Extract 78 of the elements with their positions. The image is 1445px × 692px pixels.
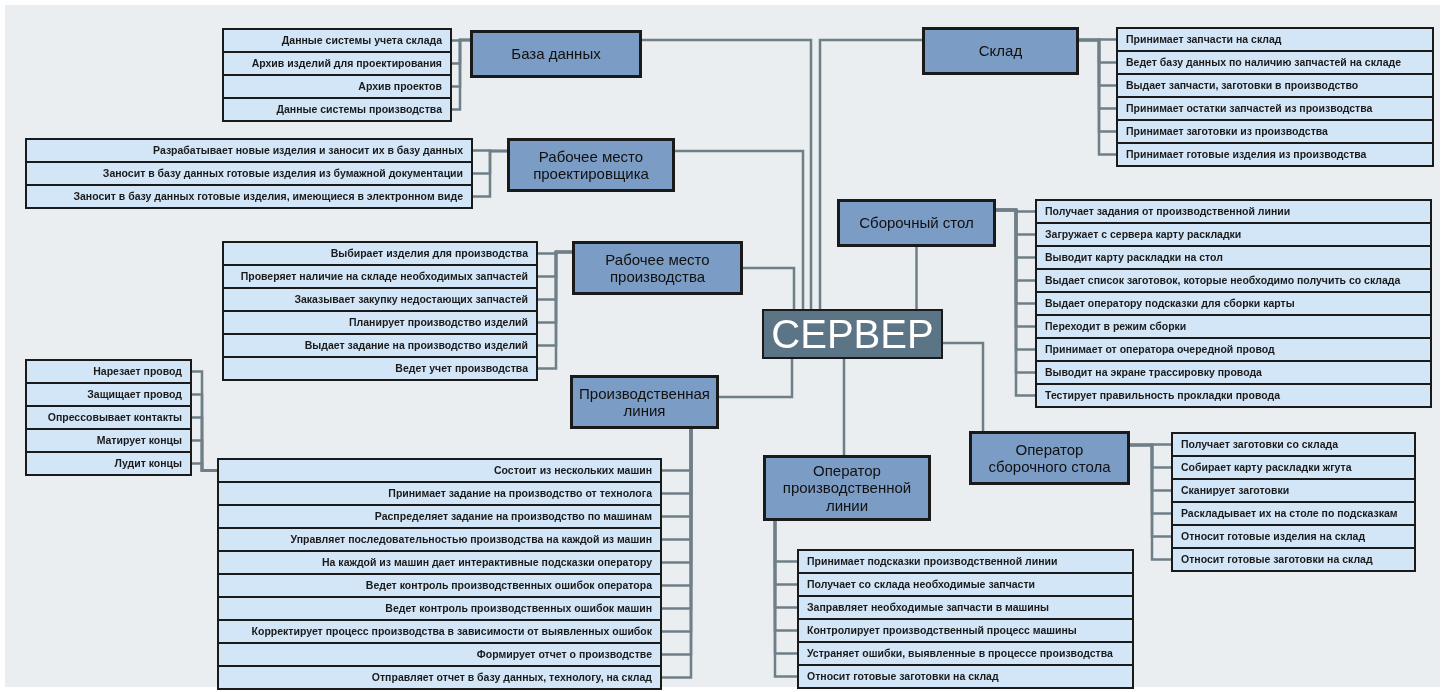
- task-box: Тестирует правильность прокладки провода: [1035, 383, 1432, 408]
- task-box: Выводит карту раскладки на стол: [1035, 245, 1432, 270]
- task-box: Принимает запчасти на склад: [1116, 27, 1434, 52]
- task-box: Принимает от оператора очередной провод: [1035, 337, 1432, 362]
- category-box: Рабочее место производства: [572, 241, 743, 295]
- task-box: Устраняет ошибки, выявленные в процессе производства: [797, 641, 1134, 666]
- task-box: Ведет базу данных по наличию запчастей на складе: [1116, 50, 1434, 75]
- task-box: Получает заготовки со склада: [1171, 432, 1416, 457]
- task-box: Разрабатывает новые изделия и заносит их в базу данных: [25, 138, 473, 163]
- task-box: Принимает готовые изделия из производства: [1116, 142, 1434, 167]
- category-box: Оператор производственной линии: [763, 455, 931, 521]
- task-box: Получает задания от производственной линии: [1035, 199, 1432, 224]
- connector-line: [675, 149, 805, 309]
- task-box: Контролирует производственный процесс машины: [797, 618, 1134, 643]
- task-box: Нарезает провод: [25, 359, 192, 384]
- connector-line: [842, 359, 846, 455]
- server-box: СЕРВЕР: [762, 309, 943, 359]
- task-box: Относит готовые заготовки на склад: [1171, 547, 1416, 572]
- category-box: Сборочный стол: [837, 199, 996, 247]
- task-box: Собирает карту раскладки жгута: [1171, 455, 1416, 480]
- task-box: Матирует концы: [25, 428, 192, 453]
- connector-line: [1079, 38, 1116, 156]
- task-box: Состоит из нескольких машин: [217, 458, 662, 483]
- task-box: Загружает с сервера карту раскладки: [1035, 222, 1432, 247]
- task-box: Проверяет наличие на складе необходимых запчастей: [222, 264, 538, 289]
- task-box: Заказывает закупку недостающих запчастей: [222, 287, 538, 312]
- task-box: Раскладывает их на столе по подсказкам: [1171, 501, 1416, 526]
- task-box: Архив проектов: [222, 74, 452, 99]
- task-box: Принимает задание на производство от технолога: [217, 481, 662, 506]
- task-box: Ведет учет производства: [222, 356, 538, 381]
- task-box: Заносит в базу данных готовые изделия, имеющиеся в электронном виде: [25, 184, 473, 209]
- task-box: Принимает заготовки из производства: [1116, 119, 1434, 144]
- task-box: Выдает запчасти, заготовки в производство: [1116, 73, 1434, 98]
- task-box: Получает со склада необходимые запчасти: [797, 572, 1134, 597]
- task-box: Заносит в базу данных готовые изделия из бумажной документации: [25, 161, 473, 186]
- connector-line: [192, 462, 217, 472]
- task-box: Сканирует заготовки: [1171, 478, 1416, 503]
- connector-line: [818, 38, 922, 309]
- task-box: Принимает подсказки производственной линии: [797, 549, 1134, 574]
- task-box: Данные системы производства: [222, 97, 452, 122]
- connector-line: [473, 149, 507, 198]
- task-box: Управляет последовательностью производства на каждой из машин: [217, 527, 662, 552]
- task-box: Относит готовые изделия на склад: [1171, 524, 1416, 549]
- task-box: Корректирует процесс производства в зависимости от выявленных ошибок: [217, 619, 662, 644]
- connector-line: [642, 38, 813, 309]
- connector-line: [719, 359, 794, 399]
- category-box: Склад: [922, 27, 1079, 75]
- task-box: Выводит на экране трассировку провода: [1035, 360, 1432, 385]
- task-box: Отправляет отчет в базу данных, технологу, на склад: [217, 665, 662, 690]
- category-box: Оператор сборочного стола: [969, 431, 1130, 485]
- connector-line: [743, 266, 796, 309]
- task-box: Относит готовые заготовки на склад: [797, 664, 1134, 689]
- task-box: Планирует производство изделий: [222, 310, 538, 335]
- task-box: Данные системы учета склада: [222, 28, 452, 53]
- connector-line: [1130, 443, 1171, 561]
- task-box: Выбирает изделия для производства: [222, 241, 538, 266]
- connector-line: [915, 247, 918, 309]
- connector-line: [943, 341, 985, 431]
- connector-line: [538, 250, 572, 370]
- category-box: Рабочее место проектировщика: [507, 138, 675, 192]
- task-box: Принимает остатки запчастей из производства: [1116, 96, 1434, 121]
- task-box: Переходит в режим сборки: [1035, 314, 1432, 339]
- task-box: Ведет контроль производственных ошибок оператора: [217, 573, 662, 598]
- task-box: Ведет контроль производственных ошибок машин: [217, 596, 662, 621]
- task-box: Лудит концы: [25, 451, 192, 476]
- task-box: Распределяет задание на производство по машинам: [217, 504, 662, 529]
- task-box: Опрессовывает контакты: [25, 405, 192, 430]
- task-box: Формирует отчет о производстве: [217, 642, 662, 667]
- category-box: База данных: [470, 30, 642, 78]
- task-box: Выдает оператору подсказки для сборки карты: [1035, 291, 1432, 316]
- task-box: Защищает провод: [25, 382, 192, 407]
- task-box: Архив изделий для проектирования: [222, 51, 452, 76]
- task-box: Заправляет необходимые запчасти в машины: [797, 595, 1134, 620]
- task-box: Выдает список заготовок, которые необходимо получить со склада: [1035, 268, 1432, 293]
- connector-line: [452, 38, 470, 111]
- task-box: Выдает задание на производство изделий: [222, 333, 538, 358]
- category-box: Производственная линия: [570, 375, 719, 429]
- task-box: На каждой из машин дает интерактивные подсказки оператору: [217, 550, 662, 575]
